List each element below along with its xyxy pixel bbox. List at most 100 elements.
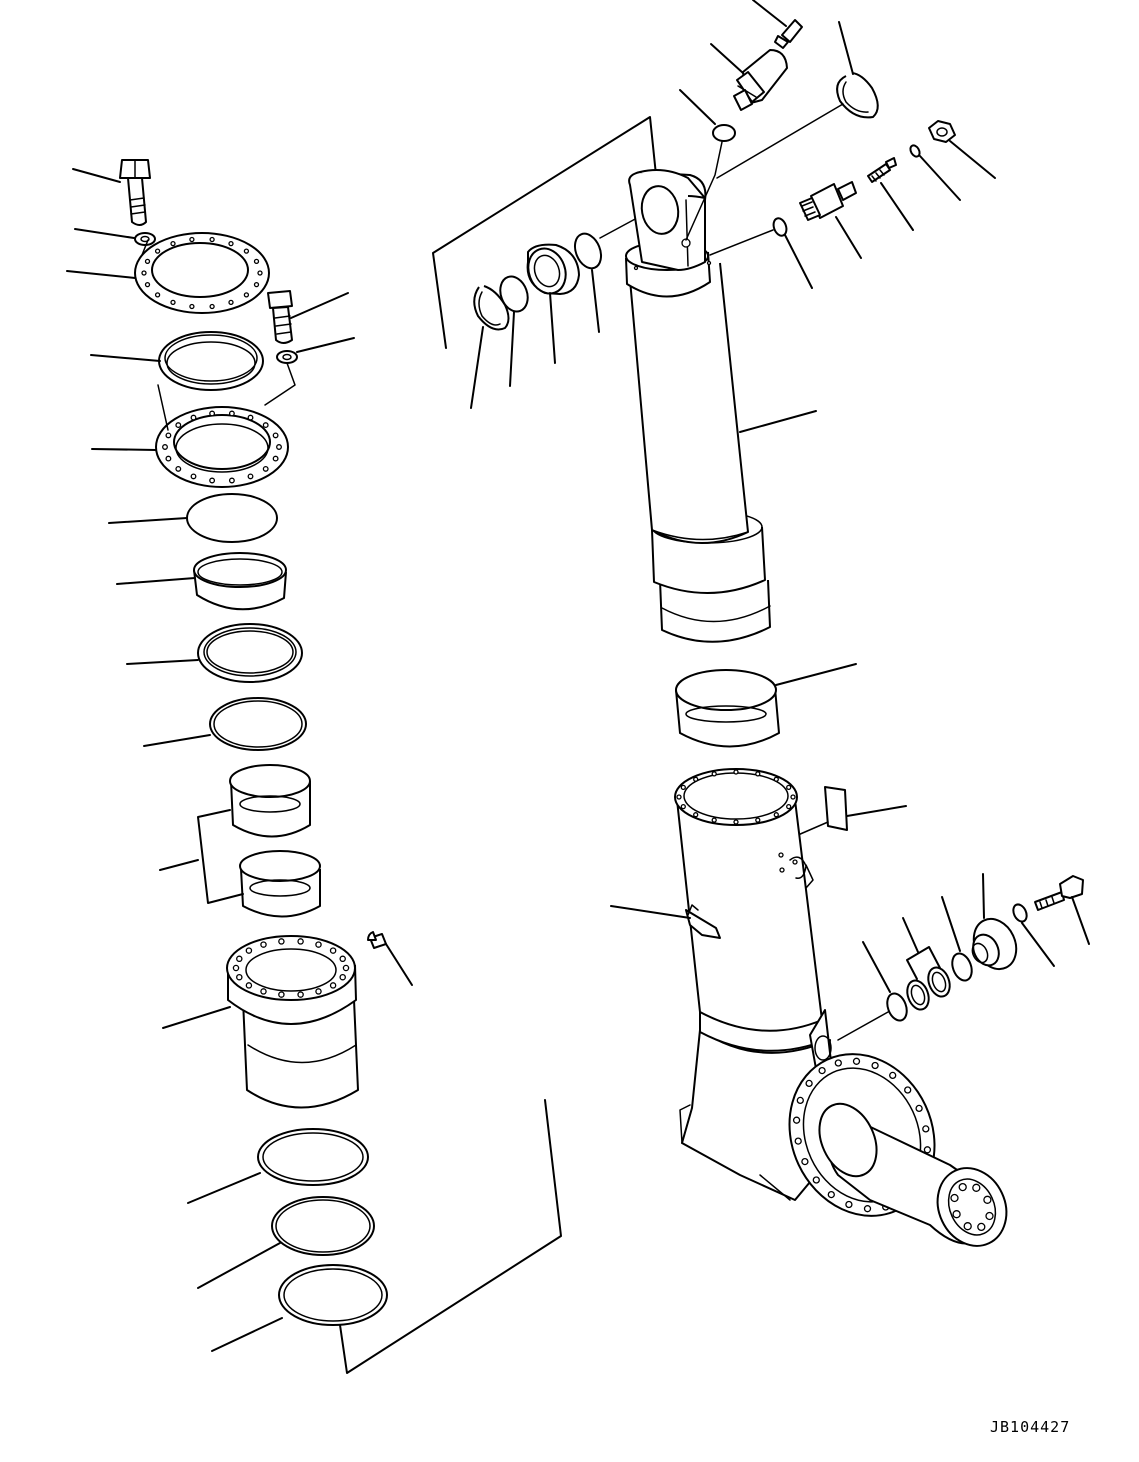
bolt-hole [209,303,215,310]
bolt-hole [958,1182,967,1192]
o-ring[interactable] [709,216,813,289]
bolt-hole [985,1211,994,1221]
relief-valve[interactable] [710,43,788,111]
cylinder-rod[interactable] [625,169,817,643]
bolt-hole [963,1222,972,1231]
hex-bolt[interactable] [72,159,151,226]
bolt-hole [245,982,253,989]
bolt-hole [812,1176,820,1184]
bolt-hole [257,270,263,276]
bolt-hole [253,258,260,265]
flange-bolt[interactable] [267,290,349,344]
bolt-hole [977,1222,986,1232]
cover[interactable] [966,873,1024,976]
bolt-hole [190,473,197,480]
bolt-hole [170,299,176,306]
spherical-bearing[interactable] [522,243,580,364]
bolt-hole [733,819,739,825]
hex-bolt[interactable] [1034,875,1090,945]
o-ring[interactable] [837,941,910,1041]
bolt-hole [253,281,260,288]
bolt-hole [278,938,285,945]
bolt-hole [165,432,172,439]
retainer-plate[interactable] [66,232,270,314]
o-ring[interactable] [909,144,961,201]
dust-seal[interactable] [126,623,303,683]
o-ring[interactable] [143,697,307,751]
bolt-hole [165,455,172,462]
bushing[interactable] [229,764,311,838]
bolt-hole [272,455,279,462]
o-ring[interactable] [679,89,736,241]
bolt-hole [755,771,761,777]
bolt-hole [154,248,161,254]
bolt-hole [904,1086,912,1094]
snap-ring[interactable] [716,21,879,179]
washer[interactable] [1011,902,1055,967]
bolt-hole [786,784,792,791]
housing[interactable] [162,935,359,1109]
o-ring[interactable] [197,1196,375,1289]
bolt-hole [790,794,796,800]
bolt-hole [189,303,195,310]
bolt-hole [276,444,282,450]
relief-valve[interactable] [799,181,862,259]
nut[interactable] [928,120,996,179]
washer[interactable] [74,228,156,246]
bolt-hole [923,1146,932,1154]
bolt-hole [786,803,792,810]
bolt-hole [260,988,267,995]
bolt-hole [794,1137,802,1145]
bolt-hole [972,1183,981,1192]
o-ring[interactable] [211,1264,388,1352]
bolt-hole [209,236,215,243]
grease-fitting[interactable] [867,157,914,231]
bolt-hole [339,955,346,963]
steering-knuckle[interactable] [674,768,1019,1257]
bolt-hole [175,422,182,429]
bolt-hole [818,1066,826,1075]
bolt-hole [342,964,350,972]
bolt-hole [245,947,253,954]
bolt-hole [190,414,197,421]
grease-fitting[interactable] [367,931,413,986]
o-ring[interactable] [496,273,533,387]
bolt-hole [852,1057,861,1065]
bolt-hole [329,947,337,954]
clamp[interactable] [610,904,721,939]
o-ring[interactable] [941,896,975,983]
bushing[interactable] [116,552,287,611]
bolt-hole [209,410,216,417]
bearing-cage[interactable] [91,384,289,488]
bolt-hole [863,1205,872,1213]
thrust-washer[interactable] [108,493,278,543]
bushing[interactable] [675,663,857,748]
bolt-hole [922,1125,930,1133]
bolt-hole [871,1061,879,1070]
seal-ring[interactable] [902,917,954,1013]
seal-ring[interactable] [90,331,264,391]
bushing[interactable] [239,850,321,918]
bolt-hole [243,248,250,254]
bolt-hole [680,784,686,791]
bolt-hole [236,955,243,963]
seal-ring[interactable] [187,1128,369,1204]
bolt-hole [228,477,235,484]
snap-ring[interactable] [470,285,510,409]
bolt-hole [915,1104,923,1113]
bolt-hole [805,1079,813,1088]
bolt-hole [236,973,243,981]
bolt-hole [711,817,717,823]
bolt-hole [733,769,739,775]
bolt-hole [232,964,240,972]
bolt-hole [228,410,235,417]
o-ring[interactable] [570,217,638,333]
grease-fitting[interactable] [752,0,803,49]
name-plate[interactable] [797,786,907,836]
washer[interactable] [264,337,355,406]
bolt-hole [228,240,234,247]
bolt-hole [278,991,285,998]
drawing-reference-code: JB104427 [990,1418,1071,1436]
bolt-hole [297,938,304,945]
bolt-hole [297,991,304,998]
